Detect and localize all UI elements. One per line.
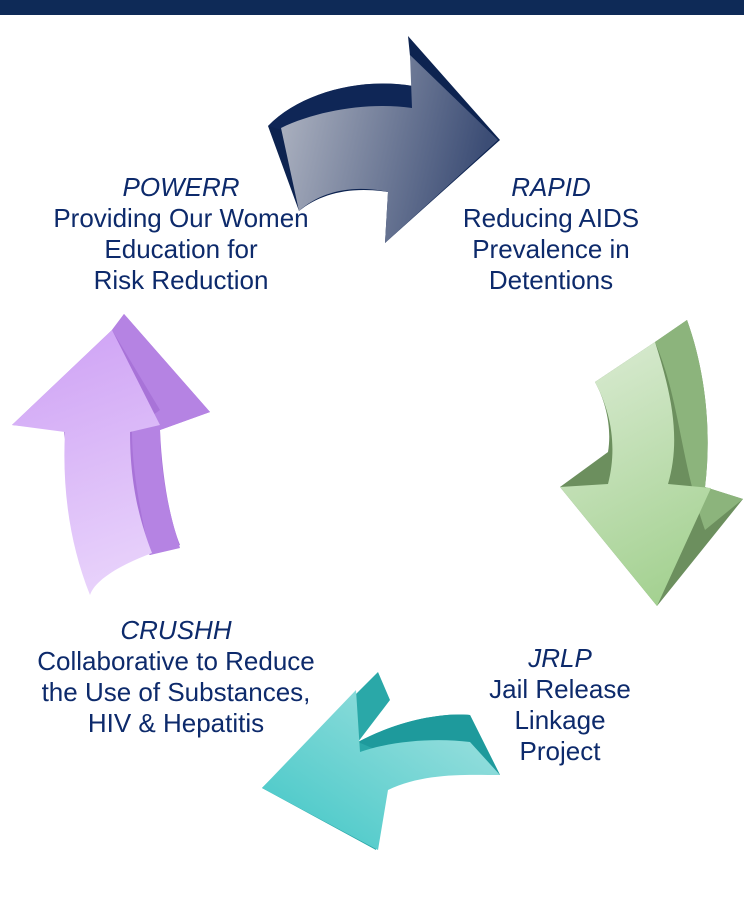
program-line: Risk Reduction [93,265,269,295]
program-abbr: JRLP [528,643,592,673]
label-powerr: POWERR Providing Our Women Education for… [26,172,336,296]
program-line: Project [519,736,601,766]
program-line: Collaborative to Reduce [37,646,315,676]
header-bar [0,0,744,15]
program-line: Jail Release [489,674,631,704]
arrow-purple-left [12,314,210,595]
arrow-navy-top [268,36,500,243]
program-abbr: CRUSHH [120,615,232,645]
program-line: Prevalence in [472,234,630,264]
program-abbr: RAPID [511,172,591,202]
program-line: Providing Our Women [53,203,309,233]
program-abbr: POWERR [122,172,240,202]
program-line: the Use of Substances, [41,677,311,707]
program-line: Linkage [514,705,606,735]
arrow-green-right [560,320,743,606]
program-line: Detentions [488,265,614,295]
program-line: Reducing AIDS [462,203,640,233]
label-rapid: RAPID Reducing AIDS Prevalence in Detent… [436,172,666,296]
label-crushh: CRUSHH Collaborative to Reduce the Use o… [6,615,346,739]
program-line: Education for [104,234,258,264]
program-line: HIV & Hepatitis [87,708,265,738]
arrow-teal-bottom [262,672,500,850]
label-jrlp: JRLP Jail Release Linkage Project [460,643,660,767]
